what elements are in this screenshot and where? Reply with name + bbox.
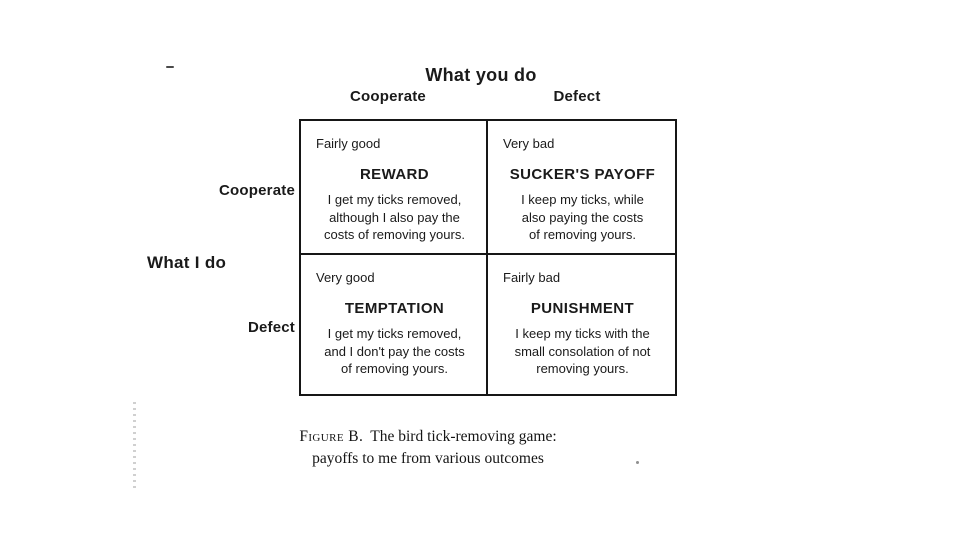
left-axis-title: What I do xyxy=(147,253,227,272)
cell-title: TEMPTATION xyxy=(344,300,445,317)
cell-temptation: Very good TEMPTATION I get my ticks remo… xyxy=(301,255,488,394)
cell-reward: Fairly good REWARD I get my ticks remove… xyxy=(301,121,488,255)
figure-caption-line1: Figure B. The bird tick-removing game: xyxy=(268,426,588,448)
cell-description: I keep my ticks, while also paying the c… xyxy=(521,192,644,243)
top-axis-title: What you do xyxy=(425,65,537,85)
figure-label: Figure B. xyxy=(299,428,364,445)
cell-description: I get my ticks removed, although I also … xyxy=(324,192,465,243)
cell-suckers-payoff: Very bad SUCKER'S PAYOFF I keep my ticks… xyxy=(488,121,675,255)
cell-description: I keep my ticks with the small consolati… xyxy=(514,326,651,377)
figure-caption-text: The bird tick-removing game: xyxy=(370,428,557,445)
cell-title: PUNISHMENT xyxy=(530,300,635,317)
cell-rating: Fairly good xyxy=(316,136,381,151)
cell-rating: Very good xyxy=(316,270,375,285)
cell-rating: Fairly bad xyxy=(503,270,561,285)
column-header-defect: Defect xyxy=(553,88,601,105)
row-header-defect: Defect xyxy=(247,319,295,336)
payoff-matrix: Fairly good REWARD I get my ticks remove… xyxy=(299,119,677,396)
row-header-cooperate: Cooperate xyxy=(219,182,295,199)
cell-punishment: Fairly bad PUNISHMENT I keep my ticks wi… xyxy=(488,255,675,394)
scan-artifact-streak xyxy=(133,402,136,488)
cell-title: SUCKER'S PAYOFF xyxy=(509,166,656,183)
cell-description: I get my ticks removed, and I don't pay … xyxy=(324,326,465,377)
figure-caption-line2: payoffs to me from various outcomes xyxy=(312,450,544,467)
cell-rating: Very bad xyxy=(503,136,555,151)
cell-title: REWARD xyxy=(359,166,430,183)
scan-artifact-dash xyxy=(166,66,174,68)
column-header-cooperate: Cooperate xyxy=(350,88,426,105)
scan-artifact-dot xyxy=(636,461,639,464)
figure-caption: Figure B. The bird tick-removing game: pa… xyxy=(268,426,588,470)
